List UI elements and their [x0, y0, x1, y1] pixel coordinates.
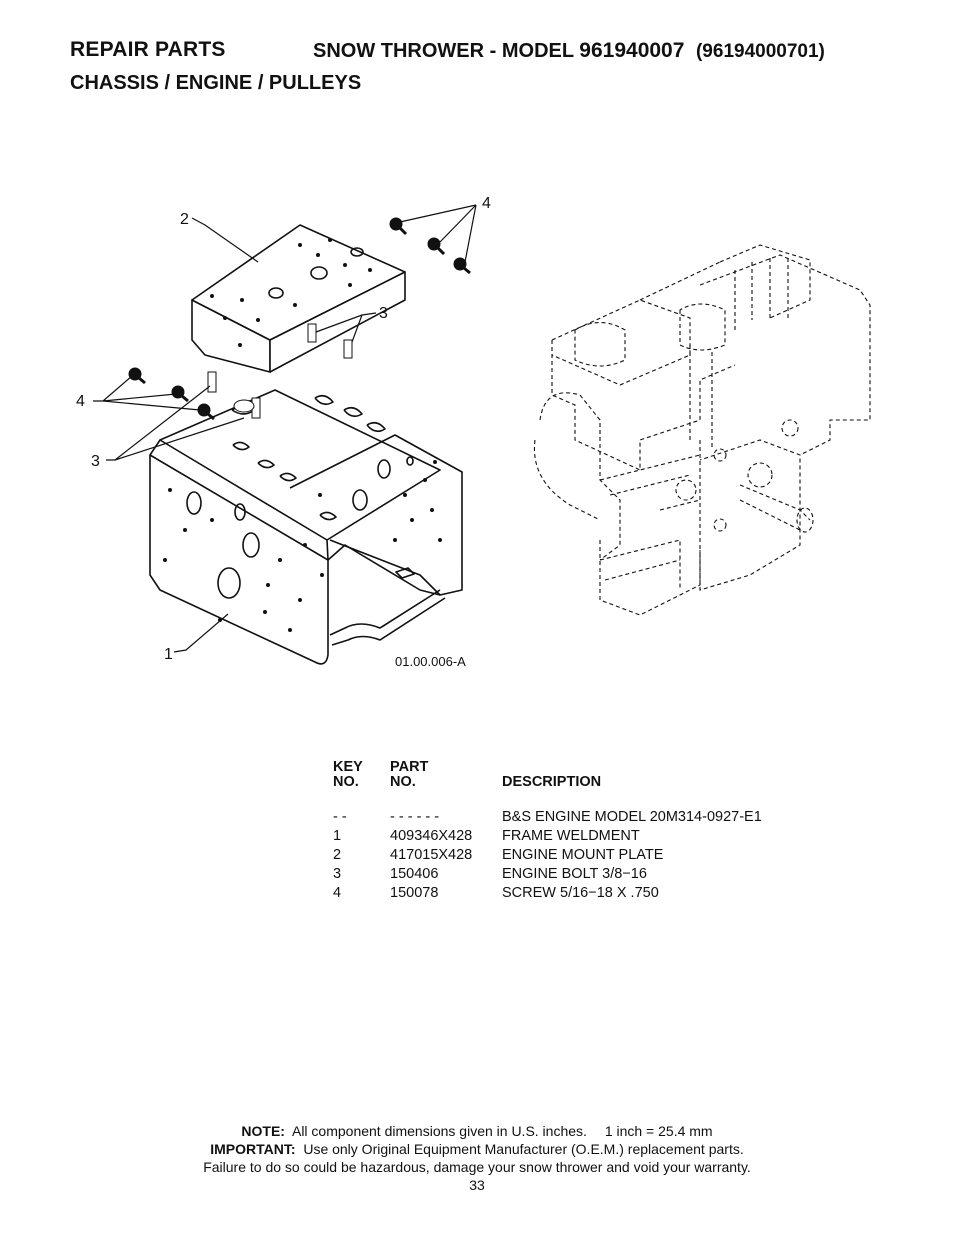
callout-2: 2 [180, 211, 189, 228]
warning-line: Failure to do so could be hazardous, dam… [203, 1159, 751, 1175]
callout-4-upper: 4 [482, 195, 491, 212]
model-alt-number: (96194000701) [695, 41, 825, 62]
engine-phantom-drawing [533, 244, 871, 616]
figure-code: 01.00.006-A [395, 654, 466, 669]
fastener-drawings [128, 217, 471, 421]
callout-4-lower: 4 [76, 393, 85, 410]
engine-mount-plate-drawing [191, 224, 406, 373]
page-header: REPAIR PARTS SNOW THROWER - MODEL 961940… [70, 38, 825, 62]
table-row: 1 409346X428 FRAME WELDMENT [333, 828, 640, 844]
frame-weldment-drawing [149, 389, 463, 665]
page-footer: NOTE: All component dimensions given in … [0, 1122, 954, 1194]
header-description: DESCRIPTION [502, 774, 602, 790]
callout-3-lower: 3 [91, 453, 100, 470]
parts-diagram: 1 2 3 3 4 4 01.00.006-A [76, 195, 871, 669]
model-number: 961940007 [579, 39, 685, 62]
product-title: SNOW THROWER - MODEL 961940007 (96194000… [313, 39, 825, 63]
section-title: REPAIR PARTS [70, 38, 226, 61]
page-subtitle: CHASSIS / ENGINE / PULLEYS [70, 72, 362, 94]
important-line: IMPORTANT: Use only Original Equipment M… [210, 1141, 744, 1157]
table-row: - - - - - - - - B&S ENGINE MODEL 20M314-… [333, 809, 762, 825]
table-row: 4 150078 SCREW 5/16−18 X .750 [333, 885, 659, 901]
table-row: 2 417015X428 ENGINE MOUNT PLATE [333, 847, 664, 863]
note-line: NOTE: All component dimensions given in … [241, 1123, 713, 1139]
callout-3-upper: 3 [379, 305, 388, 322]
page-number: 33 [469, 1177, 485, 1193]
callout-leaders [93, 204, 477, 653]
callout-1: 1 [164, 646, 173, 663]
table-row: 3 150406 ENGINE BOLT 3/8−16 [333, 866, 647, 882]
product-prefix: SNOW THROWER - MODEL [313, 40, 574, 62]
